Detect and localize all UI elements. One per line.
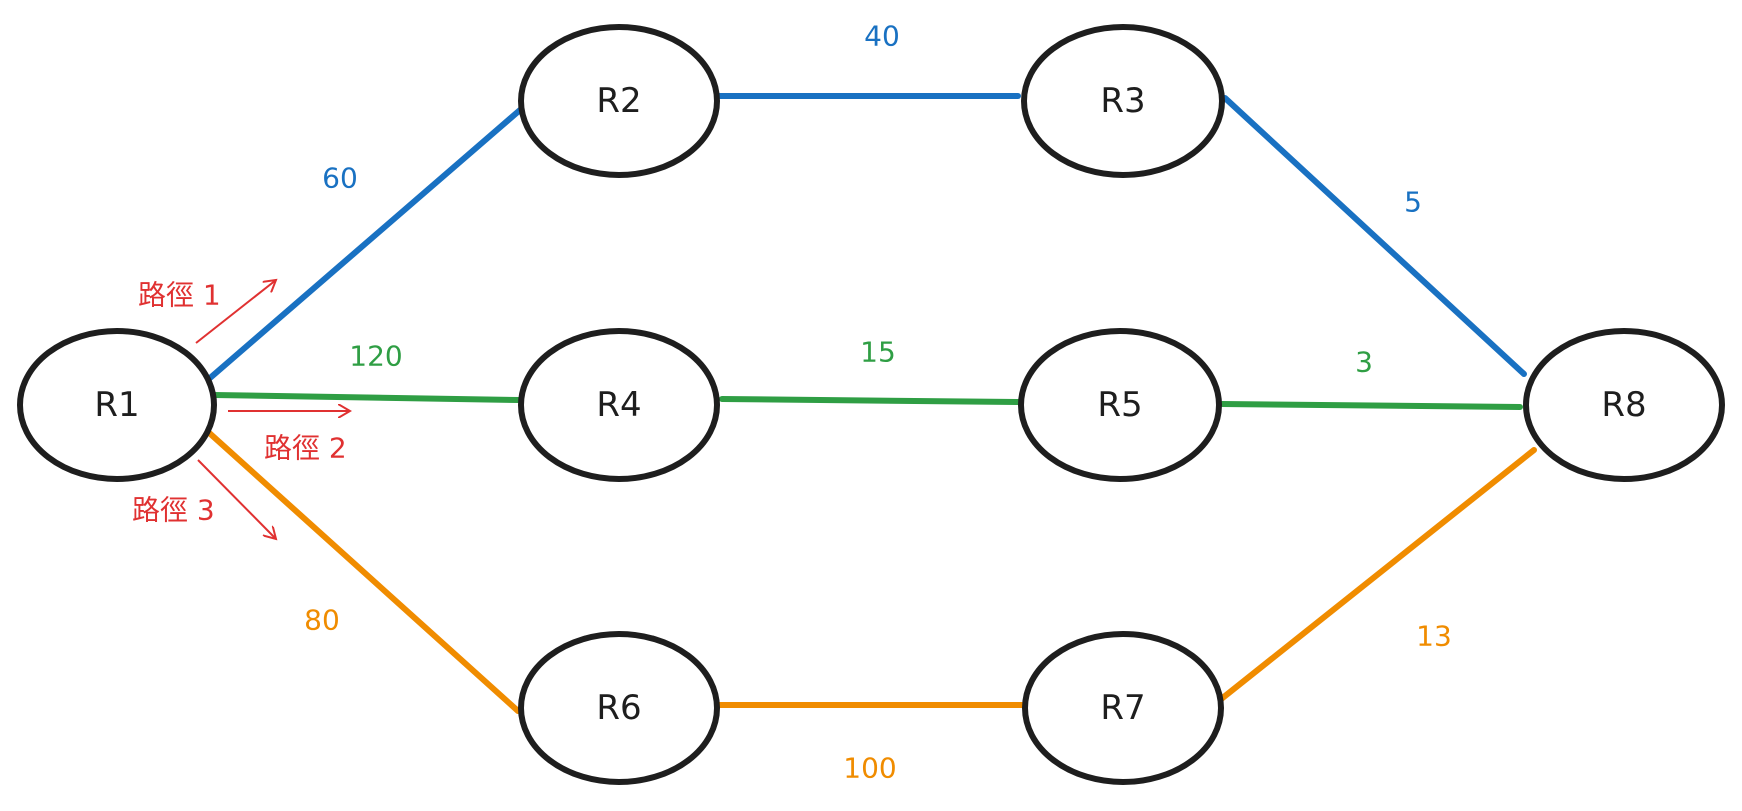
weight-label-r1-r6: 80 bbox=[304, 604, 340, 637]
node-label-r3: R3 bbox=[1100, 81, 1145, 121]
path3-arrow bbox=[197, 459, 276, 539]
node-r8: R8 bbox=[1523, 328, 1725, 482]
path3-label: 路徑 3 bbox=[132, 494, 215, 527]
node-r6: R6 bbox=[518, 631, 720, 785]
node-label-r5: R5 bbox=[1097, 385, 1142, 425]
node-r5: R5 bbox=[1018, 328, 1222, 482]
path1-arrow bbox=[195, 280, 276, 344]
edge-r1-r4 bbox=[211, 392, 522, 403]
edge-r3-r8 bbox=[1222, 95, 1527, 377]
node-label-r2: R2 bbox=[596, 81, 641, 121]
node-label-r6: R6 bbox=[596, 688, 641, 728]
path2-label: 路徑 2 bbox=[264, 432, 347, 465]
edge-r7-r8 bbox=[1217, 447, 1537, 703]
weight-label-r4-r5: 15 bbox=[860, 336, 896, 369]
edge-r5-r8 bbox=[1219, 401, 1523, 410]
node-r3: R3 bbox=[1021, 24, 1225, 178]
edge-r4-r5 bbox=[719, 396, 1021, 405]
weight-label-r1-r2: 60 bbox=[322, 162, 358, 195]
node-r2: R2 bbox=[518, 24, 720, 178]
weight-label-r3-r8: 5 bbox=[1404, 186, 1422, 219]
weight-label-r1-r4: 120 bbox=[349, 340, 402, 373]
node-label-r4: R4 bbox=[596, 385, 641, 425]
node-label-r8: R8 bbox=[1601, 385, 1646, 425]
weight-label-r5-r8: 3 bbox=[1355, 346, 1373, 379]
node-r1: R1 bbox=[17, 328, 217, 482]
edge-r1-r6 bbox=[203, 427, 521, 714]
node-label-r1: R1 bbox=[94, 385, 139, 425]
weight-label-r2-r3: 40 bbox=[864, 20, 900, 53]
node-r7: R7 bbox=[1022, 631, 1224, 785]
node-label-r7: R7 bbox=[1100, 688, 1145, 728]
node-r4: R4 bbox=[518, 328, 720, 482]
weight-label-r6-r7: 100 bbox=[843, 752, 896, 785]
weight-label-r7-r8: 13 bbox=[1416, 620, 1452, 653]
edge-r1-r2 bbox=[207, 107, 523, 381]
path1-label: 路徑 1 bbox=[138, 279, 221, 312]
